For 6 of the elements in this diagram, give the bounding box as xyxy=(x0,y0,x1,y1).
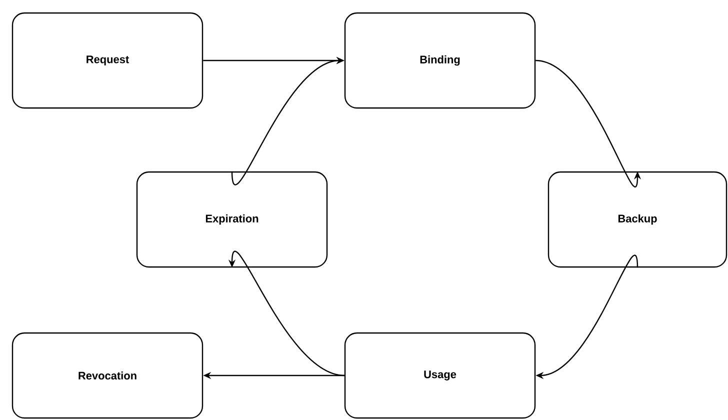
process-box: Request xyxy=(12,12,204,109)
process-box: Revocation xyxy=(12,332,204,419)
process-box: Binding xyxy=(344,12,536,109)
process-box: Backup xyxy=(548,171,728,268)
process-box: Expiration xyxy=(136,171,328,268)
process-box: Usage xyxy=(344,332,536,419)
